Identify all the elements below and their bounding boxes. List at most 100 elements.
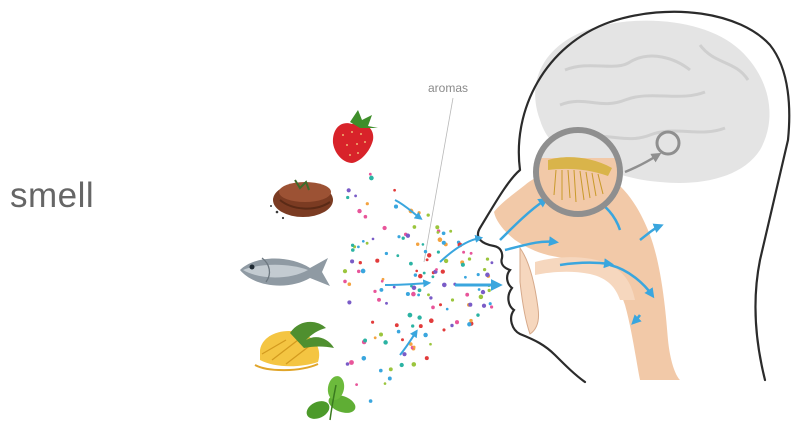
aroma-dot — [354, 195, 357, 198]
aroma-dot — [438, 237, 443, 242]
aroma-dot — [397, 235, 400, 238]
aroma-dot — [423, 272, 426, 275]
olfactory-magnifier — [536, 130, 620, 214]
aroma-dot — [349, 360, 354, 365]
aroma-dot — [357, 270, 360, 273]
aroma-dot — [442, 231, 446, 235]
aroma-dot — [449, 230, 452, 233]
aroma-dot — [401, 338, 404, 341]
fish-icon — [240, 258, 330, 286]
aroma-dot — [357, 246, 360, 249]
aroma-dot — [478, 288, 481, 291]
aroma-dot — [362, 240, 365, 243]
aroma-dot — [461, 263, 465, 267]
aroma-dot — [427, 293, 430, 296]
aroma-dot — [489, 302, 492, 305]
aroma-dot — [429, 343, 432, 346]
aroma-dot — [435, 225, 439, 229]
aroma-dot — [481, 290, 485, 294]
aroma-dot — [444, 259, 448, 263]
aroma-dot — [385, 302, 388, 305]
aroma-dot — [363, 339, 367, 343]
aroma-dot — [490, 261, 493, 264]
aroma-dot — [415, 270, 418, 273]
aroma-dot — [357, 209, 361, 213]
aroma-dot — [417, 211, 420, 214]
aroma-dot — [417, 315, 421, 319]
aroma-dot — [482, 304, 486, 308]
aroma-dot — [442, 328, 445, 331]
aroma-dot — [351, 248, 355, 252]
aroma-dot — [412, 286, 417, 291]
aroma-dot — [382, 226, 386, 230]
aroma-dot — [393, 189, 396, 192]
aroma-dot — [347, 188, 351, 192]
aroma-dot — [375, 259, 379, 263]
aroma-dot — [369, 176, 374, 181]
pineapple-icon — [255, 322, 334, 370]
basil-icon — [304, 375, 358, 423]
aroma-dot — [462, 251, 465, 254]
aroma-dot — [413, 225, 417, 229]
aroma-dot — [400, 363, 404, 367]
aroma-dot — [406, 292, 410, 296]
aroma-dot — [455, 320, 459, 324]
aroma-dot — [469, 319, 472, 322]
aroma-dot — [476, 313, 479, 316]
aroma-dot — [408, 313, 413, 318]
aroma-dot — [384, 382, 387, 385]
aroma-dot — [369, 173, 372, 176]
aroma-dot — [432, 275, 435, 278]
aroma-dot — [422, 243, 425, 246]
aroma-dot — [479, 295, 484, 300]
aroma-dot — [468, 257, 471, 260]
aroma-dot — [359, 261, 362, 264]
aroma-dot — [418, 288, 422, 292]
aroma-dot — [362, 356, 367, 361]
aroma-dot — [439, 303, 442, 306]
aromas-leader-line — [424, 98, 453, 262]
aroma-dot — [419, 324, 423, 328]
aroma-dot — [417, 293, 420, 296]
aroma-dot — [351, 244, 354, 247]
aroma-dot — [464, 276, 467, 279]
aroma-dot — [369, 399, 373, 403]
aroma-dot — [437, 251, 440, 254]
aroma-dot — [409, 262, 413, 266]
aroma-dot — [414, 273, 417, 276]
aroma-dot — [383, 340, 387, 344]
aroma-dot — [371, 321, 374, 324]
aroma-dot — [396, 254, 399, 257]
aroma-dot — [467, 322, 471, 326]
aroma-dot — [427, 253, 431, 257]
aroma-dot — [468, 303, 472, 307]
strawberry-icon — [333, 110, 378, 163]
aroma-dot — [379, 333, 383, 337]
aroma-dot — [379, 288, 383, 292]
aroma-dot — [446, 308, 449, 311]
aroma-dot — [450, 324, 453, 327]
aroma-dot — [411, 324, 414, 327]
aroma-dot — [486, 257, 489, 260]
aroma-dot — [350, 259, 354, 263]
aroma-particles — [343, 173, 493, 403]
aroma-dot — [393, 286, 396, 289]
aroma-dot — [416, 242, 419, 245]
aroma-dot — [411, 292, 416, 297]
aroma-dot — [413, 346, 416, 349]
aroma-dot — [465, 293, 469, 297]
aroma-dot — [426, 258, 429, 261]
aroma-flow-arrows — [385, 200, 498, 355]
aroma-dot — [346, 362, 350, 366]
aroma-dot — [395, 323, 399, 327]
aroma-dot — [346, 196, 349, 199]
aroma-dot — [389, 367, 393, 371]
aroma-dot — [381, 280, 384, 283]
aroma-dot — [406, 234, 410, 238]
aroma-dot — [361, 269, 366, 274]
aroma-dot — [429, 318, 434, 323]
aroma-dot — [355, 383, 358, 386]
aroma-dot — [429, 296, 432, 299]
aroma-dot — [427, 213, 430, 216]
